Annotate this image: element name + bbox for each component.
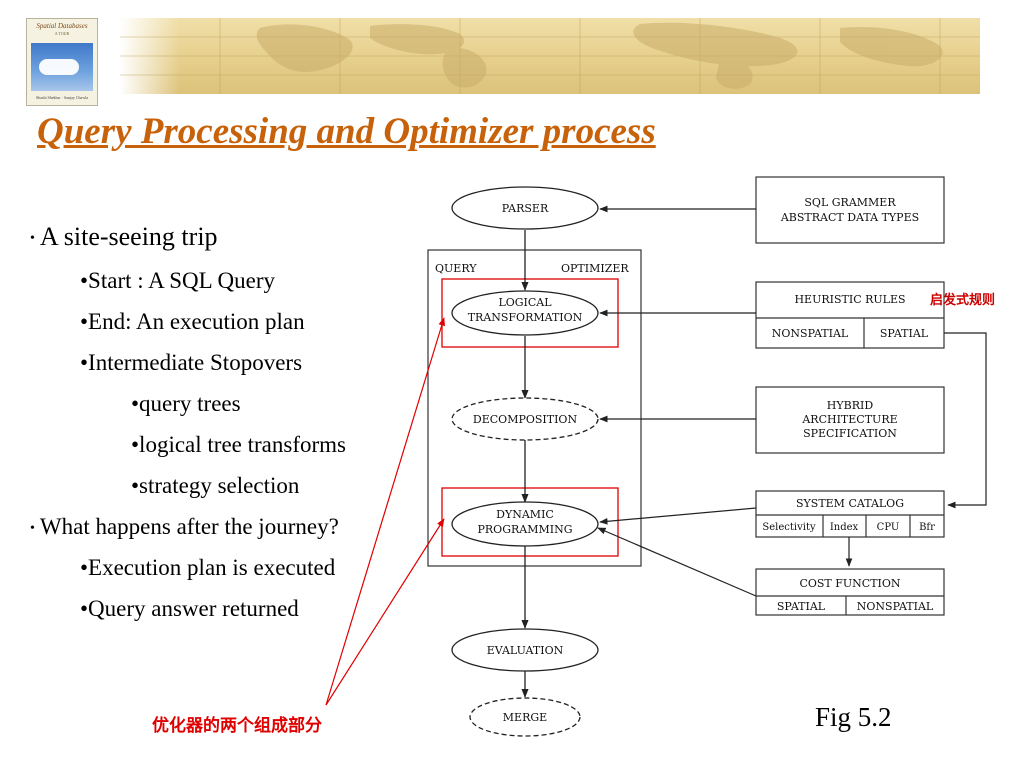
hybrid-architecture-box (755, 386, 945, 454)
heuristic-note-cn: 启发式规则 (930, 293, 996, 308)
parser-node (451, 186, 599, 230)
cost-function-label: COST FUNCTION (799, 577, 900, 590)
logical-transformation-node (451, 290, 599, 336)
heuristic-nonspatial-label: NONSPATIAL (772, 327, 849, 340)
book-authors: Shashi Shekhar · Sanjay Chawla (35, 95, 89, 100)
bullet-item: •End: An execution plan (80, 309, 305, 334)
header-banner (120, 18, 980, 94)
optimizer-box (427, 249, 642, 567)
bullet-item: •strategy selection (131, 473, 300, 498)
catalog-bfr-label: Bfr (919, 522, 935, 533)
merge-label: MERGE (503, 711, 547, 724)
dynamic-programming-node (451, 501, 599, 547)
decomposition-label: DECOMPOSITION (473, 413, 578, 426)
sql-grammar-box (755, 176, 945, 244)
dynamic-label-1: DYNAMIC (496, 508, 554, 521)
bullet-item: •Start : A SQL Query (80, 268, 276, 293)
parser-label: PARSER (502, 202, 549, 215)
logical-label-2: TRANSFORMATION (468, 311, 583, 324)
optimizer-label-optimizer: OPTIMIZER (561, 262, 629, 275)
optimizer-components-note-cn: 优化器的两个组成部分 (152, 716, 322, 736)
system-catalog-box (755, 490, 945, 538)
catalog-cpu-label: CPU (877, 522, 900, 533)
optimizer-label-query: QUERY (435, 262, 477, 275)
bullet-item: •query trees (131, 391, 241, 416)
hybrid-label-1: HYBRID (827, 399, 874, 412)
heuristic-rules-box (755, 281, 945, 349)
merge-node (469, 697, 581, 737)
bullet-item: •Query answer returned (80, 596, 299, 621)
system-catalog-label: SYSTEM CATALOG (796, 497, 904, 510)
book-cover: Spatial Databases A TOUR Shashi Shekhar … (26, 18, 98, 106)
logical-label-1: LOGICAL (498, 296, 552, 309)
heuristic-spatial-label: SPATIAL (880, 327, 929, 340)
bullet-item: •What happens after the journey? (30, 514, 339, 539)
cost-nonspatial-label: NONSPATIAL (857, 600, 934, 613)
evaluation-node (451, 628, 599, 672)
bullet-item: •Execution plan is executed (80, 555, 336, 580)
arrow-cost-to-dynamic (597, 527, 757, 597)
slide-title: Query Processing and Optimizer process (37, 111, 656, 152)
world-map-decoration (120, 18, 980, 94)
evaluation-label: EVALUATION (487, 644, 564, 657)
catalog-selectivity-label: Selectivity (762, 522, 816, 533)
dynamic-label-2: PROGRAMMING (478, 523, 573, 536)
figure-caption: Fig 5.2 (815, 702, 892, 732)
red-arrow-to-dynamic (325, 518, 445, 706)
catalog-index-label: Index (830, 522, 859, 533)
cost-function-box (755, 568, 945, 616)
bullet-item: •A site-seeing trip (30, 222, 218, 251)
bullet-item: •Intermediate Stopovers (80, 350, 303, 375)
decomposition-node (451, 397, 599, 441)
book-cloud-image (39, 59, 79, 75)
bullet-item: •logical tree transforms (131, 432, 346, 457)
book-subtitle: A TOUR (54, 31, 70, 36)
cost-spatial-label: SPATIAL (777, 600, 826, 613)
heuristic-rules-label: HEURISTIC RULES (794, 293, 905, 306)
hybrid-label-3: SPECIFICATION (803, 427, 897, 440)
arrow-spatial-to-catalog (944, 332, 987, 509)
arrow-catalog-to-dynamic (599, 507, 757, 525)
sql-grammar-label-1: SQL GRAMMER (804, 196, 896, 209)
book-title: Spatial Databases (36, 22, 88, 30)
red-arrow-to-logical (325, 317, 446, 706)
sql-grammar-label-2: ABSTRACT DATA TYPES (780, 211, 919, 224)
hybrid-label-2: ARCHITECTURE (801, 413, 897, 426)
